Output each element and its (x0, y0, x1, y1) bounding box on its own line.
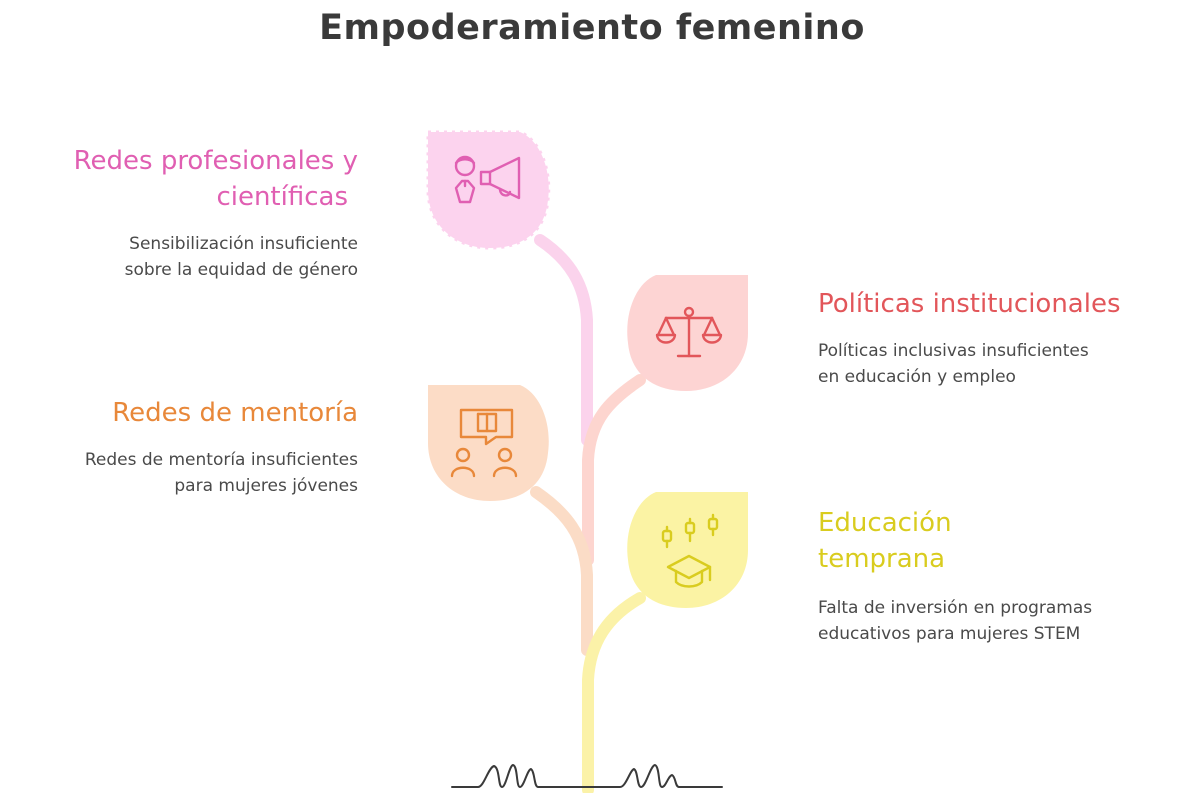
mentoring-people-icon (450, 408, 518, 478)
branch-heading-line: Políticas institucionales (818, 289, 1121, 319)
ground-line (451, 764, 723, 788)
stem-red (582, 374, 646, 566)
speaker-megaphone-icon (454, 155, 521, 204)
branch-description: Falta de inversión en programas educativ… (818, 595, 1178, 647)
branch-heading: Redes profesionales y científicas (0, 143, 358, 215)
graduation-cap-icon (661, 513, 719, 588)
branch-description-line: para mujeres jóvenes (174, 476, 358, 496)
stem-yellow (582, 592, 646, 793)
leaf-yellow (627, 492, 748, 608)
stem-pink (534, 234, 593, 446)
leaf-red (627, 275, 748, 391)
branch-educacion-temprana: Educación temprana Falta de inversión en… (818, 505, 1178, 647)
branch-description-line: Sensibilización insuficiente (129, 234, 358, 254)
branch-politicas-institucionales: Políticas institucionales Políticas incl… (818, 286, 1178, 390)
branch-heading: Políticas institucionales (818, 286, 1178, 322)
leaf-pink (426, 130, 551, 250)
branch-description-line: sobre la equidad de género (124, 260, 358, 280)
branch-description-line: Políticas inclusivas insuficientes (818, 341, 1089, 361)
branch-heading-line: temprana (818, 544, 946, 574)
branch-description: Redes de mentoría insuficientes para muj… (0, 447, 358, 499)
branch-description-line: Redes de mentoría insuficientes (84, 450, 358, 470)
branch-description-line: Falta de inversión en programas (818, 598, 1093, 618)
branch-redes-mentoria: Redes de mentoría Redes de mentoría insu… (0, 395, 358, 499)
page-title: Empoderamiento femenino (319, 8, 865, 48)
branch-description-line: educativos para mujeres STEM (818, 624, 1081, 644)
branch-heading: Educación temprana (818, 505, 1178, 577)
branch-heading: Redes de mentoría (0, 395, 358, 431)
branch-description: Sensibilización insuficiente sobre la eq… (0, 231, 358, 283)
branch-heading-line: Redes de mentoría (112, 398, 358, 428)
branch-heading-line: Redes profesionales y (73, 146, 358, 176)
branch-heading-line: científicas (216, 182, 348, 212)
branch-redes-profesionales: Redes profesionales y científicas Sensib… (0, 143, 358, 283)
branch-description: Políticas inclusivas insuficientes en ed… (818, 338, 1178, 390)
balance-scale-icon (655, 306, 723, 358)
branch-heading-line: Educación (818, 508, 952, 538)
branch-description-line: en educación y empleo (818, 367, 1016, 387)
stem-orange (530, 486, 593, 656)
